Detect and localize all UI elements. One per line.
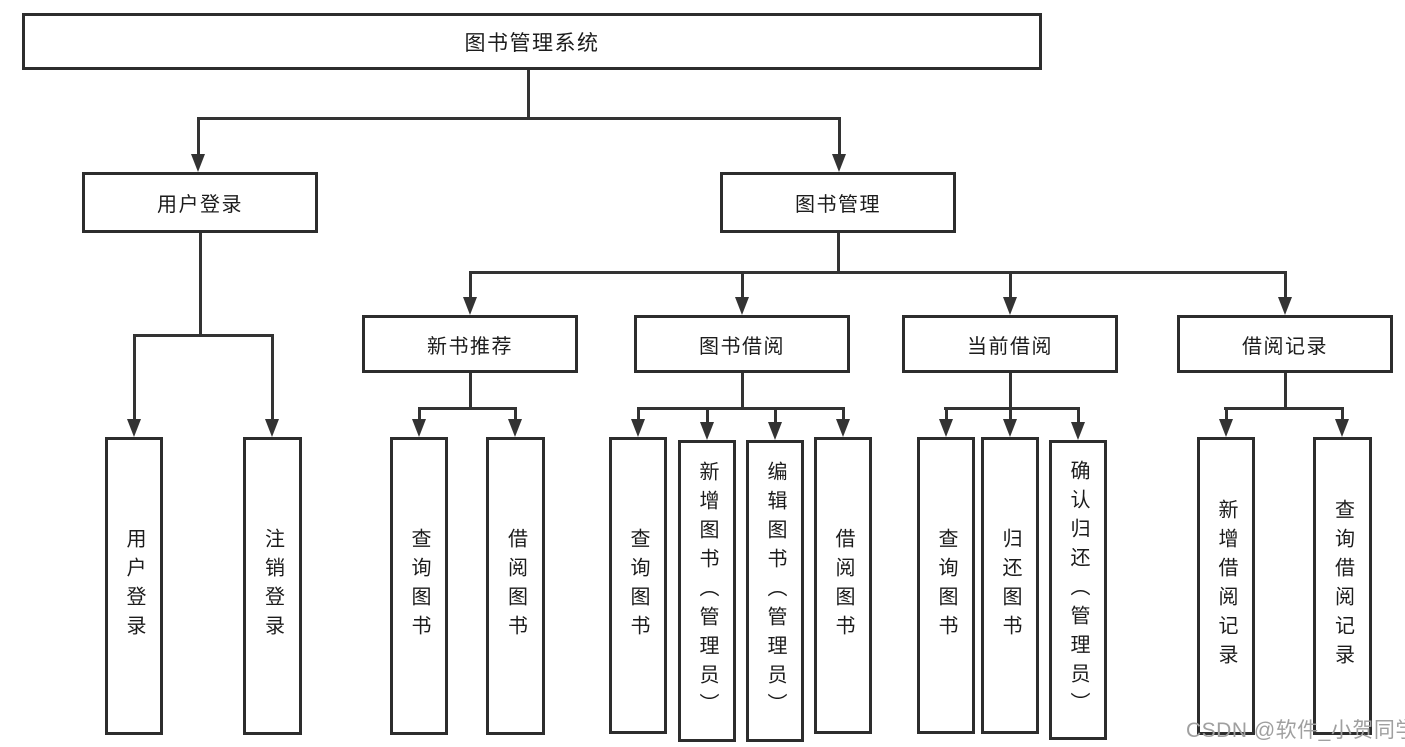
leaf-cb-return-book: 归还图书	[981, 437, 1039, 734]
node-book-management: 图书管理	[720, 172, 956, 233]
arrow-down-icon	[631, 419, 645, 437]
connector-line	[706, 408, 709, 426]
connector-line	[1284, 373, 1287, 410]
leaf-user-login: 用户登录	[105, 437, 163, 735]
arrow-down-icon	[1071, 422, 1085, 440]
arrow-down-icon	[265, 419, 279, 437]
node-new-book-recommend: 新书推荐	[362, 315, 578, 373]
arrow-down-icon	[832, 154, 846, 172]
leaf-nbr-query-book: 查询图书	[390, 437, 448, 735]
leaf-bb-add-book-admin: 新增图书（管理员）	[678, 440, 736, 742]
connector-line	[1077, 408, 1080, 426]
csdn-watermark: CSDN @软件_小贺同学	[1186, 719, 1405, 742]
connector-bar	[133, 334, 274, 337]
connector-line	[1009, 272, 1012, 301]
connector-bar	[197, 117, 841, 120]
connector-line	[1225, 408, 1228, 423]
connector-line	[527, 70, 530, 120]
arrow-down-icon	[1219, 419, 1233, 437]
node-borrow-records: 借阅记录	[1177, 315, 1393, 373]
leaf-br-query-record: 查询借阅记录	[1313, 437, 1372, 735]
node-book-borrow: 图书借阅	[634, 315, 850, 373]
connector-line	[514, 408, 517, 423]
connector-line	[837, 233, 840, 274]
connector-line	[418, 408, 421, 423]
arrow-down-icon	[836, 419, 850, 437]
leaf-bb-query-book: 查询图书	[609, 437, 667, 734]
leaf-cb-confirm-return-admin: 确认归还（管理员）	[1049, 440, 1107, 740]
connector-line	[842, 408, 845, 423]
connector-line	[838, 118, 841, 158]
arrow-down-icon	[508, 419, 522, 437]
leaf-cb-query-book: 查询图书	[917, 437, 975, 734]
arrow-down-icon	[127, 419, 141, 437]
connector-line	[1009, 373, 1012, 410]
leaf-br-add-record: 新增借阅记录	[1197, 437, 1255, 735]
arrow-down-icon	[191, 154, 205, 172]
connector-line	[199, 233, 202, 337]
arrow-down-icon	[1003, 297, 1017, 315]
connector-line	[637, 408, 640, 423]
arrow-down-icon	[463, 297, 477, 315]
connector-line	[741, 272, 744, 301]
connector-line	[1341, 408, 1344, 423]
arrow-down-icon	[768, 422, 782, 440]
connector-line	[1284, 272, 1287, 301]
arrow-down-icon	[1335, 419, 1349, 437]
arrow-down-icon	[1003, 419, 1017, 437]
connector-line	[774, 408, 777, 426]
node-library-system: 图书管理系统	[22, 13, 1042, 70]
leaf-bb-borrow-book: 借阅图书	[814, 437, 872, 734]
connector-bar	[469, 271, 1287, 274]
connector-bar	[1224, 407, 1344, 410]
arrow-down-icon	[1278, 297, 1292, 315]
connector-line	[741, 373, 744, 410]
connector-line	[133, 335, 136, 423]
arrow-down-icon	[412, 419, 426, 437]
connector-line	[945, 408, 948, 423]
leaf-nbr-borrow-book: 借阅图书	[486, 437, 545, 735]
arrow-down-icon	[700, 422, 714, 440]
leaf-logout-login: 注销登录	[243, 437, 302, 735]
arrow-down-icon	[939, 419, 953, 437]
connector-bar	[637, 407, 845, 410]
connector-line	[197, 118, 200, 158]
connector-line	[271, 335, 274, 423]
node-user-login: 用户登录	[82, 172, 318, 233]
connector-line	[469, 272, 472, 301]
connector-bar	[418, 407, 517, 410]
node-current-borrow: 当前借阅	[902, 315, 1118, 373]
arrow-down-icon	[735, 297, 749, 315]
connector-line	[469, 373, 472, 410]
connector-bar	[944, 407, 1080, 410]
connector-line	[1009, 408, 1012, 423]
leaf-bb-edit-book-admin: 编辑图书（管理员）	[746, 440, 804, 742]
